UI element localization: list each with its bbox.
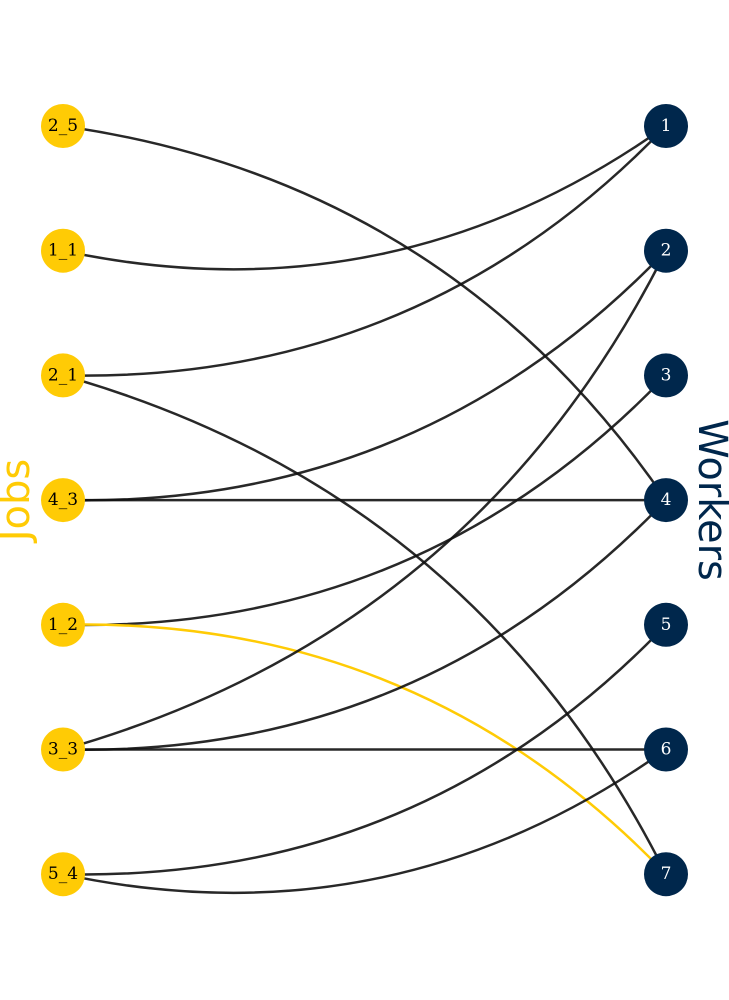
worker-node-label: 1 [661, 116, 672, 136]
worker-node-label: 2 [661, 241, 672, 261]
job-node-label: 1_1 [48, 241, 78, 261]
worker-node-4: 4 [644, 478, 688, 523]
job-node-circle [41, 727, 85, 772]
edge-2_1-to-1 [62, 125, 667, 377]
edge-3_3-to-2 [62, 250, 668, 751]
worker-node-circle [644, 602, 688, 647]
job-node-2_5: 2_5 [41, 104, 85, 148]
worker-node-2: 2 [644, 228, 688, 273]
job-node-label: 4_3 [48, 490, 78, 510]
job-node-label: 2_1 [48, 365, 78, 385]
worker-node-5: 5 [644, 602, 688, 647]
edge-1_2-to-3 [62, 374, 667, 627]
worker-node-circle [644, 727, 688, 772]
job-node-2_1: 2_1 [41, 353, 85, 398]
edge-1_2-to-7 [62, 623, 667, 876]
job-node-circle [41, 852, 85, 897]
worker-node-label: 6 [661, 740, 672, 760]
edge-3_3-to-4 [62, 499, 667, 751]
edge-5_4-to-5 [62, 623, 667, 876]
job-node-circle [41, 228, 85, 273]
job-node-label: 3_3 [48, 740, 78, 760]
job-node-circle [41, 353, 85, 398]
job-node-label: 2_5 [48, 116, 78, 136]
job-node-circle [41, 602, 85, 647]
job-node-4_3: 4_3 [41, 478, 85, 523]
job-node-1_1: 1_1 [41, 228, 85, 273]
edge-5_4-to-6 [62, 748, 667, 895]
worker-node-circle [644, 478, 688, 523]
worker-node-label: 7 [661, 864, 672, 884]
worker-node-circle [644, 228, 688, 273]
worker-node-circle [644, 104, 688, 148]
worker-node-label: 3 [661, 365, 672, 385]
job-node-label: 1_2 [48, 615, 78, 635]
worker-node-6: 6 [644, 727, 688, 772]
worker-node-3: 3 [644, 353, 688, 398]
worker-node-label: 5 [661, 615, 672, 635]
job-node-circle [41, 478, 85, 523]
worker-node-circle [644, 353, 688, 398]
edge-2_5-to-4 [62, 124, 668, 501]
edges-layer [62, 124, 668, 895]
job-node-5_4: 5_4 [41, 852, 85, 897]
job-node-1_2: 1_2 [41, 602, 85, 647]
edge-1_1-to-1 [62, 124, 667, 271]
worker-node-circle [644, 852, 688, 897]
job-node-label: 5_4 [48, 864, 78, 884]
nodes-layer: 2_5 1_1 2_1 4_3 1_2 3_3 5_4 1 2 3 4 5 6 7 [41, 104, 688, 897]
worker-node-1: 1 [644, 104, 688, 148]
edge-4_3-to-2 [62, 249, 667, 502]
worker-node-7: 7 [644, 852, 688, 897]
job-node-3_3: 3_3 [41, 727, 85, 772]
job-node-circle [41, 104, 85, 148]
edge-2_1-to-7 [62, 374, 668, 875]
worker-node-label: 4 [661, 490, 672, 510]
